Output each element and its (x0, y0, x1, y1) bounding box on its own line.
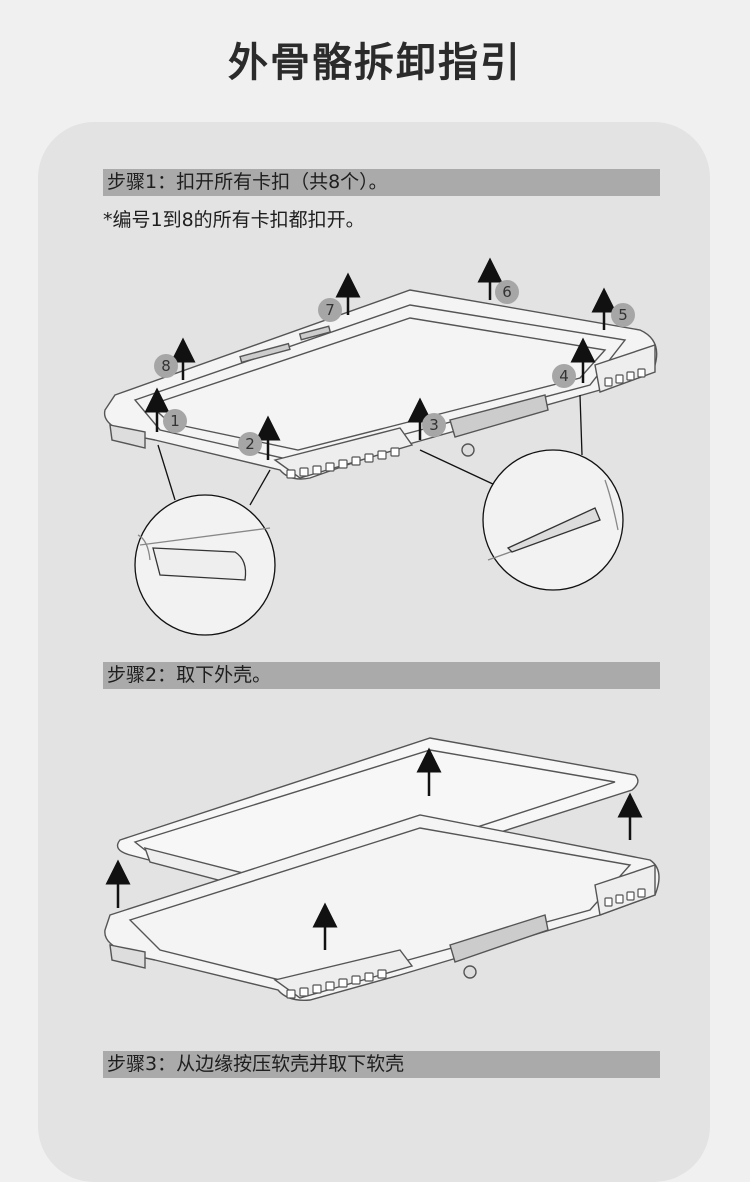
inner-bumper-teeth (286, 888, 646, 999)
badge-4-label: 4 (559, 367, 569, 385)
badge-7-label: 7 (325, 301, 335, 319)
step-2-illustration (104, 737, 660, 1001)
badge-6-label: 6 (502, 283, 512, 301)
step-1-bar: 步骤1：扣开所有卡扣（共8个）。 (103, 169, 660, 196)
step-1-note: *编号1到8的所有卡扣都扣开。 (103, 209, 365, 231)
step-3-bar: 步骤3：从边缘按压软壳并取下软壳 (103, 1051, 660, 1078)
inner-case (104, 814, 660, 1001)
badge-2 (238, 432, 262, 456)
case-frame (103, 289, 658, 480)
badge-3 (422, 413, 446, 437)
badge-5 (611, 303, 635, 327)
step-2-bar: 步骤2：取下外壳。 (103, 662, 660, 689)
badge-6 (495, 280, 519, 304)
badge-1 (163, 409, 187, 433)
release-arrows (144, 257, 617, 460)
badge-4 (552, 364, 576, 388)
badge-5-label: 5 (618, 306, 628, 324)
bumper-teeth (286, 368, 646, 479)
badge-8-label: 8 (161, 357, 171, 375)
lift-arrows (105, 747, 643, 950)
badge-8 (154, 354, 178, 378)
badge-7 (318, 298, 342, 322)
step-1-illustration: 1 2 3 4 5 6 7 8 (103, 257, 658, 636)
badge-3-label: 3 (429, 416, 439, 434)
badge-2-label: 2 (245, 435, 255, 453)
clip-badges: 1 2 3 4 5 6 7 8 (154, 280, 635, 456)
zoom-callouts (134, 394, 624, 636)
page-title: 外骨骼拆卸指引 (228, 40, 522, 86)
badge-1-label: 1 (170, 412, 180, 430)
